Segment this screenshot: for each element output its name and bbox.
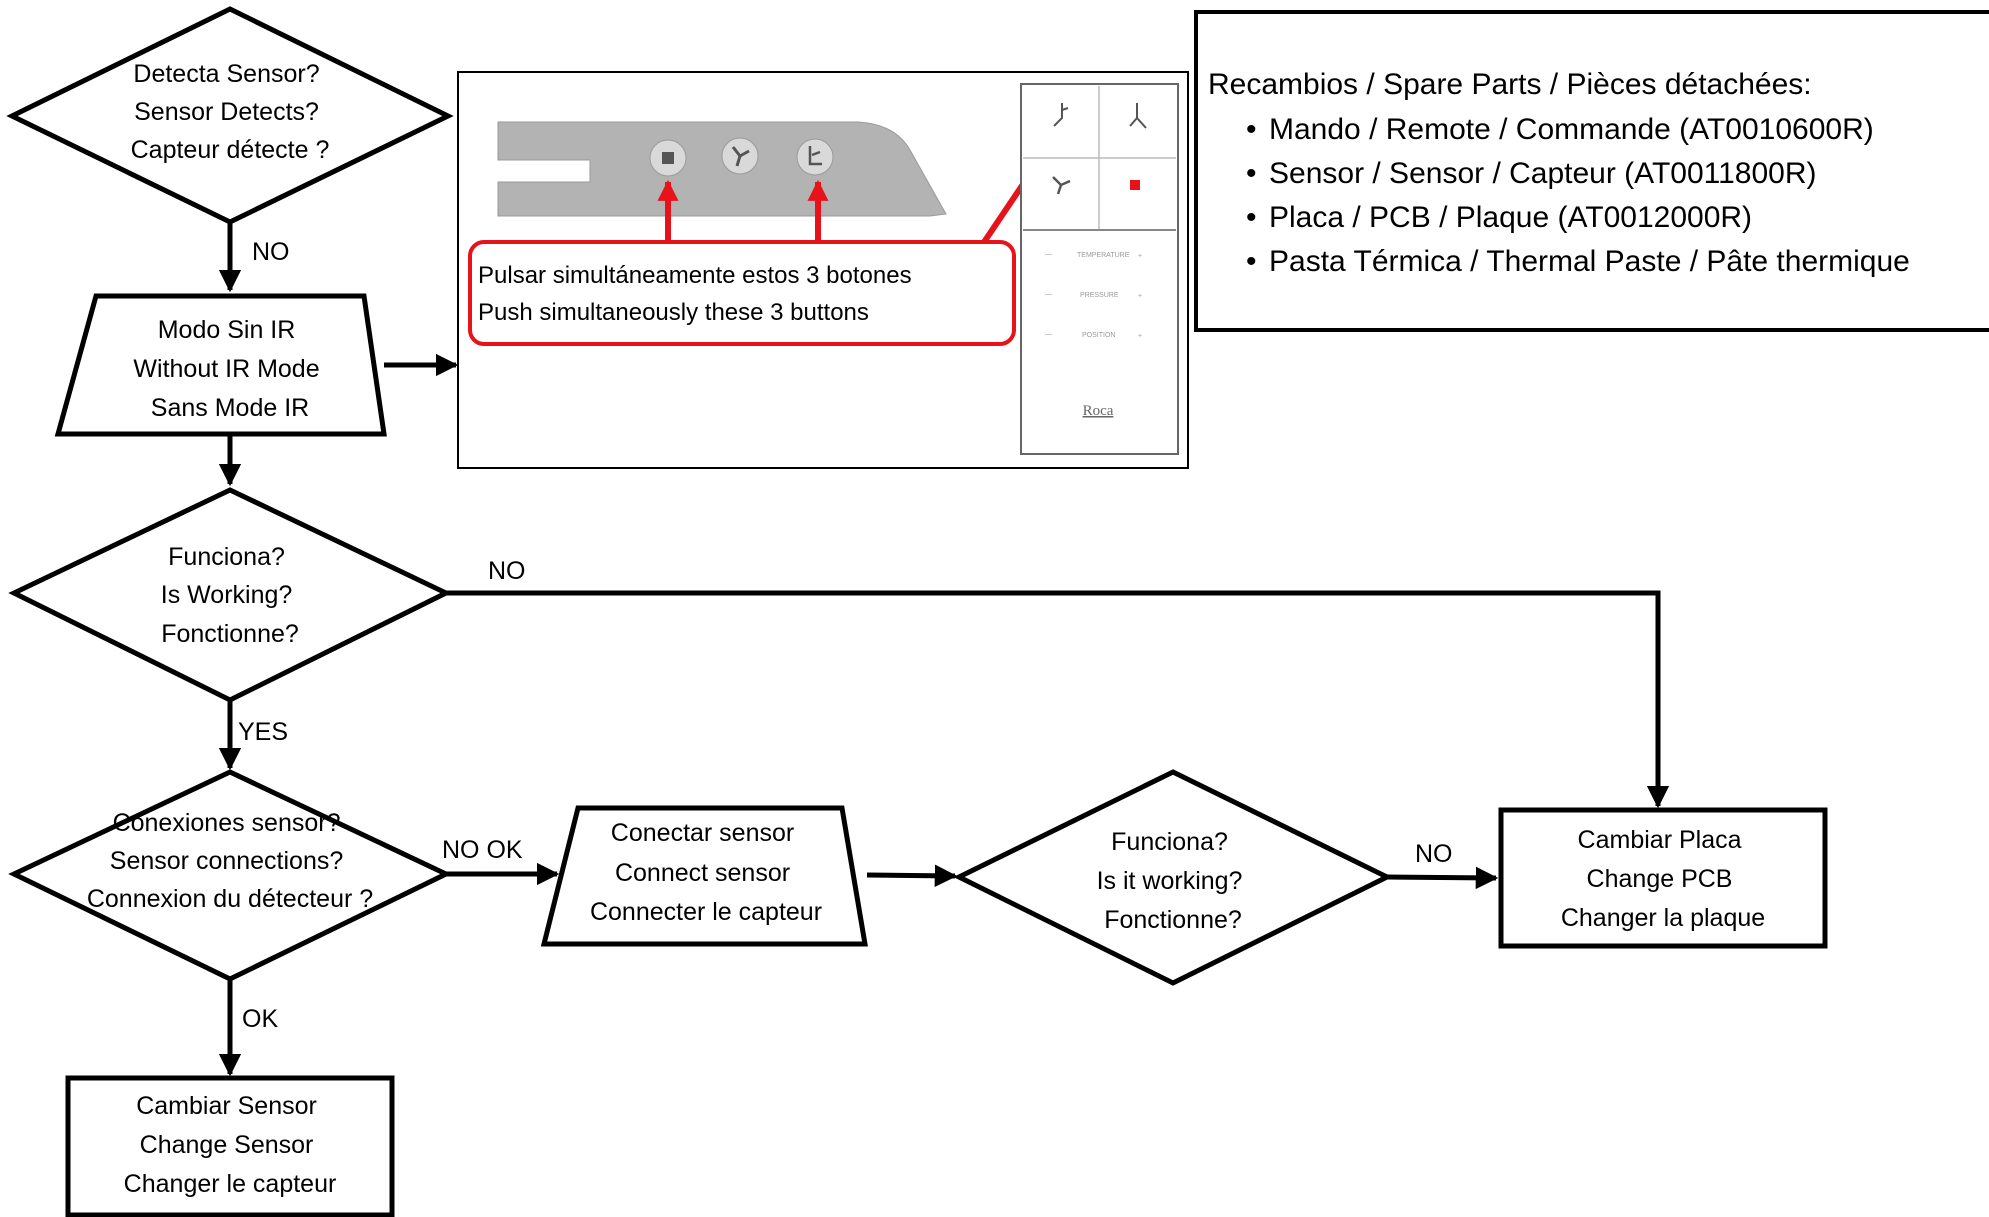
remote-control: — TEMPERATURE + — PRESSURE + — POSITION … xyxy=(1020,83,1179,455)
sensor-connections-label: Conexiones sensor? Sensor connections? C… xyxy=(87,809,373,913)
remote-minus-1: — xyxy=(1045,251,1052,258)
process-change-sensor xyxy=(65,1075,395,1217)
edge-label-working2-no: NO xyxy=(1415,840,1453,868)
spare-part-item-3: Placa / PCB / Plaque (AT0012000R) xyxy=(1269,201,1752,234)
edge-working1-no-to-change-pcb xyxy=(446,590,1670,809)
remote-plus-3: + xyxy=(1138,333,1142,340)
remote-plus-1: + xyxy=(1138,253,1142,260)
remote-minus-3: — xyxy=(1045,331,1052,338)
remote-row-label-2: PRESSURE xyxy=(1080,292,1119,299)
instruction-callout-box xyxy=(468,240,1016,346)
front-wash-icon xyxy=(1129,103,1147,129)
remote-dryer-icon xyxy=(1052,176,1071,195)
connectors xyxy=(218,222,1670,1077)
spare-part-item-1: Mando / Remote / Commande (AT0010600R) xyxy=(1269,113,1874,146)
spare-parts-title: Recambios / Spare Parts / Pièces détaché… xyxy=(1208,68,1812,101)
connect-sensor-label: Conectar sensor Connect sensor Connecter… xyxy=(590,819,822,926)
edge-label-connections-ok: OK xyxy=(242,1005,278,1033)
edge-label-working1-no: NO xyxy=(488,557,526,585)
process-connect-sensor xyxy=(540,805,868,947)
instruction-line-1: Pulsar simultáneamente estos 3 botones xyxy=(478,262,912,289)
roca-logo: Roca xyxy=(1083,403,1114,419)
seat-wash-button-icon xyxy=(796,138,834,176)
remote-minus-2: — xyxy=(1045,291,1052,298)
working-2-label: Funciona? Is it working? Fonctionne? xyxy=(1097,828,1250,934)
edge-label-detect-no: NO xyxy=(252,238,290,266)
rear-wash-icon xyxy=(1053,103,1069,127)
process-change-pcb xyxy=(1498,807,1828,949)
spare-part-bullet-3: • xyxy=(1246,201,1257,234)
edge-label-connections-no-ok: NO OK xyxy=(442,836,523,864)
without-ir-label: Modo Sin IR Without IR Mode Sans Mode IR xyxy=(133,316,326,422)
spare-parts-box: Recambios / Spare Parts / Pièces détaché… xyxy=(1194,10,1989,332)
dryer-fan-button-icon xyxy=(721,137,759,175)
decision-is-working-2 xyxy=(953,769,1393,986)
remote-row-label-1: TEMPERATURE xyxy=(1077,252,1130,259)
change-sensor-label: Cambiar Sensor Change Sensor Changer le … xyxy=(124,1092,337,1198)
remote-row-label-3: POSITION xyxy=(1082,332,1115,339)
decision-sensor-connections xyxy=(8,769,452,982)
instruction-panel: Pulsar simultáneamente estos 3 botones P… xyxy=(457,71,1189,469)
stop-button-icon xyxy=(649,139,687,177)
edge-working2-no-to-change-pcb xyxy=(1386,866,1499,890)
spare-part-bullet-2: • xyxy=(1246,157,1257,190)
working-1-label: Funciona? Is Working? Fonctionne? xyxy=(161,543,299,648)
edge-label-working1-yes: YES xyxy=(238,718,288,746)
edge-connect-sensor-to-working2 xyxy=(866,864,958,888)
control-bar xyxy=(497,121,947,217)
remote-stop-icon xyxy=(1130,180,1140,190)
spare-part-item-4: Pasta Térmica / Thermal Paste / Pâte the… xyxy=(1269,245,1910,278)
spare-part-bullet-4: • xyxy=(1246,245,1257,278)
instruction-line-2: Push simultaneously these 3 buttons xyxy=(478,299,869,326)
decision-is-working-1 xyxy=(8,487,452,703)
process-without-ir-mode xyxy=(54,293,387,437)
decision-detect-sensor xyxy=(6,6,454,225)
spare-part-item-2: Sensor / Sensor / Capteur (AT0011800R) xyxy=(1269,157,1817,190)
spare-part-bullet-1: • xyxy=(1246,113,1257,146)
change-pcb-label: Cambiar Placa Change PCB Changer la plaq… xyxy=(1561,826,1765,932)
remote-plus-2: + xyxy=(1138,293,1142,300)
detect-sensor-label: Detecta Sensor? Sensor Detects? Capteur … xyxy=(131,60,330,164)
